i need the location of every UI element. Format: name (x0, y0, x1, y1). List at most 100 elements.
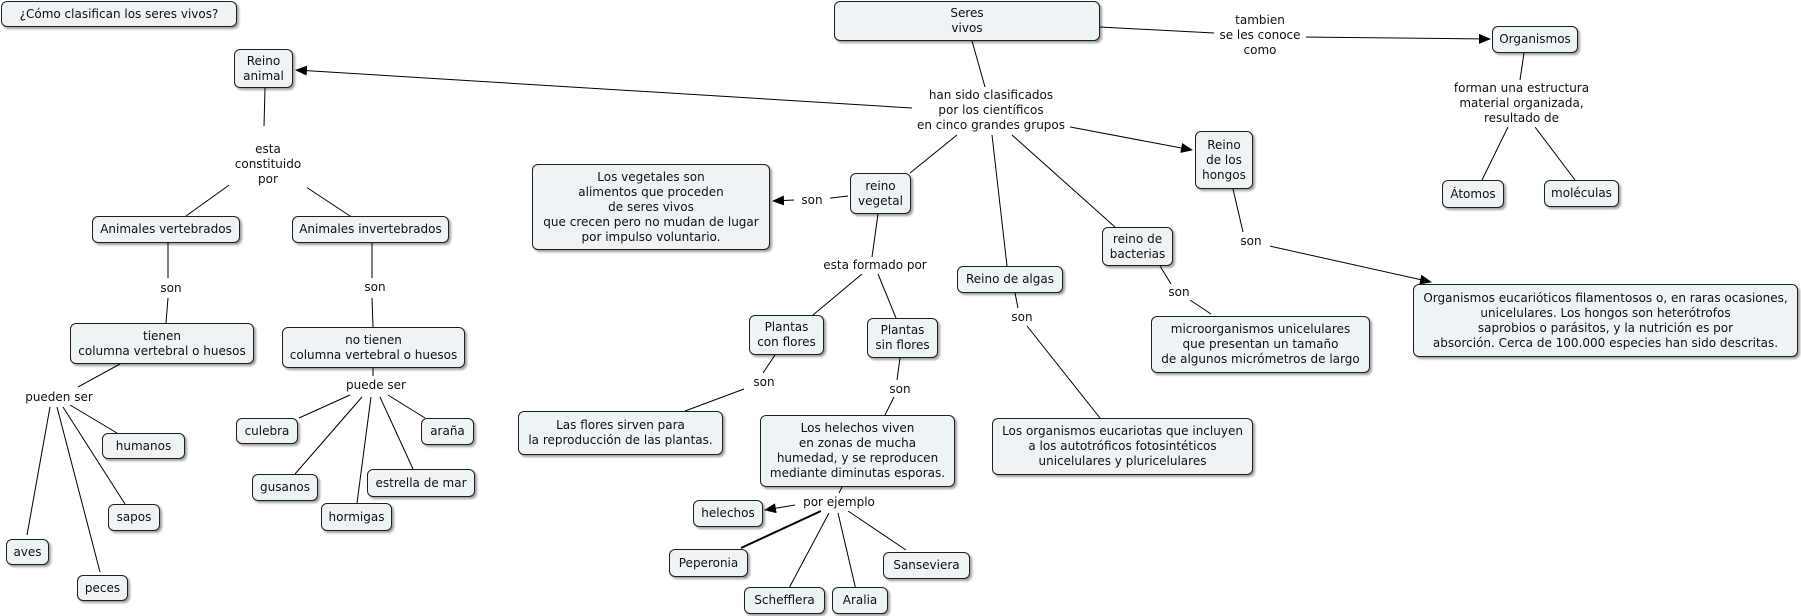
concept-peces[interactable]: peces (77, 575, 128, 601)
concept-plantas-sin-flores[interactable]: Plantas sin flores (867, 318, 938, 358)
edge-constituido-to-invertebrados (299, 182, 351, 217)
edge-ejemplo-to-schefflera (787, 512, 830, 591)
concept-reino-bacterias[interactable]: reino de bacterias (1102, 227, 1173, 266)
edge-tambien-to-organismos (1299, 33, 1491, 44)
link-pueden-ser: pueden ser (16, 389, 102, 405)
concept-helechos[interactable]: helechos (693, 500, 763, 527)
edge-seres-to-clasificados (971, 40, 986, 88)
concept-sapos[interactable]: sapos (108, 504, 160, 531)
link-son-sin-flores: son (882, 381, 918, 397)
edge-ejemplo-to-peperonia (740, 510, 822, 549)
edge-son-to-bacterias-def (1189, 299, 1212, 315)
concept-schefflera[interactable]: Schefflera (744, 587, 825, 614)
concept-algas-def[interactable]: Los organismos eucariotas que incluyen a… (992, 418, 1253, 475)
edge-clasificados-to-reino-vegetal (909, 134, 958, 174)
edge-helechos-def-to-ejemplo (838, 486, 843, 494)
edge-clasificados-to-reino-hongos (1064, 125, 1193, 153)
concept-reino-animal[interactable]: Reino animal (234, 49, 293, 88)
concept-hormigas[interactable]: hormigas (321, 503, 392, 531)
edge-pueden-to-humanos (69, 404, 118, 434)
edge-sin-flores-to-son (896, 357, 901, 381)
link-han-sido-clasificados: han sido clasificados por los científico… (912, 87, 1070, 134)
edge-puede-to-arana (387, 394, 426, 419)
concept-flores-def[interactable]: Las flores sirven para la reproducción d… (518, 411, 723, 455)
edge-seres-to-tambien (1099, 26, 1215, 34)
edge-son-to-helechos-def (884, 396, 895, 416)
edge-pueden-to-peces (56, 406, 101, 573)
concept-vegetales-def[interactable]: Los vegetales son alimentos que proceden… (532, 164, 770, 250)
link-son-invertebrados: son (356, 279, 394, 295)
edge-son-to-algas-def (1026, 325, 1101, 419)
edge-formado-to-sin-flores (877, 273, 897, 319)
concept-seres-vivos[interactable]: Seres vivos (834, 1, 1100, 41)
edge-pueden-to-sapos (62, 406, 126, 505)
edge-clasificados-to-reino-algas (991, 134, 1008, 267)
edge-son-to-no-tienen (371, 297, 374, 328)
concept-reino-hongos[interactable]: Reino de los hongos (1195, 131, 1253, 189)
concept-reino-vegetal[interactable]: reino vegetal (850, 173, 911, 214)
concept-animales-invertebrados[interactable]: Animales invertebrados (292, 216, 449, 243)
edge-vegetal-to-formado (871, 213, 879, 258)
concept-no-tienen-columna[interactable]: no tienen columna vertebral o huesos (282, 327, 465, 368)
edge-forman-to-moleculas (1534, 126, 1576, 181)
edge-puede-to-hormigas (356, 396, 372, 504)
edge-algas-to-son (1014, 292, 1019, 309)
edge-son-to-hongos-def (1264, 244, 1432, 285)
link-son-algas: son (1004, 309, 1040, 325)
concept-peperonia[interactable]: Peperonia (669, 549, 748, 577)
concept-arana[interactable]: araña (421, 418, 474, 445)
edge-hongos-to-son (1232, 188, 1244, 233)
edge-son-to-vegetales-def (772, 195, 795, 206)
concept-moleculas[interactable]: moléculas (1544, 180, 1619, 207)
edge-clasificados-to-reino-animal (295, 65, 913, 109)
link-esta-constituido: esta constituido por (229, 141, 307, 188)
concept-tienen-columna[interactable]: tienen columna vertebral o huesos (70, 323, 254, 364)
concept-culebra[interactable]: culebra (236, 418, 298, 444)
concept-animales-vertebrados[interactable]: Animales vertebrados (92, 216, 240, 243)
edge-organismos-to-forman (1519, 52, 1525, 81)
concept-gusanos[interactable]: gusanos (252, 474, 318, 501)
edge-puede-to-estrella (379, 396, 414, 470)
edge-animal-to-constituido (263, 87, 266, 127)
edge-ejemplo-to-sanseviera (847, 510, 907, 551)
map-title: ¿Cómo clasifican los seres vivos? (1, 1, 237, 27)
link-esta-formado: esta formado por (816, 257, 934, 273)
edge-son-to-tienen (165, 297, 169, 324)
edge-tienen-to-pueden (77, 363, 121, 388)
edge-forman-to-atomos (1481, 126, 1509, 181)
edge-bacterias-to-son (1159, 265, 1172, 285)
edge-son-to-flores-def (684, 388, 745, 412)
link-son-hongos: son (1232, 233, 1270, 249)
edge-clasificados-to-reino-bacterias (1011, 134, 1116, 228)
link-son-bacterias: son (1160, 284, 1198, 300)
link-son-vertebrados: son (152, 280, 190, 296)
edge-puede-to-culebra (298, 394, 351, 419)
concept-humanos[interactable]: humanos (102, 433, 185, 459)
concept-aralia[interactable]: Aralia (832, 587, 888, 614)
concept-atomos[interactable]: Átomos (1442, 180, 1504, 208)
concept-helechos-def[interactable]: Los helechos viven en zonas de mucha hum… (760, 415, 955, 487)
edge-pueden-to-aves (26, 406, 51, 536)
edge-constituido-to-vertebrados (185, 182, 233, 217)
edge-con-flores-to-son (762, 354, 776, 374)
concept-hongos-def[interactable]: Organismos eucarióticos filamentosos o, … (1413, 284, 1798, 357)
concept-bacterias-def[interactable]: microorganismos unicelulares que present… (1151, 316, 1370, 373)
link-forman-estructura: forman una estructura material organizad… (1441, 80, 1602, 127)
concept-reino-algas[interactable]: Reino de algas (957, 266, 1063, 293)
concept-aves[interactable]: aves (6, 539, 49, 565)
link-tambien-conoce: tambien se les conoce como (1214, 13, 1306, 58)
concept-plantas-con-flores[interactable]: Plantas con flores (749, 315, 824, 355)
concept-estrella-de-mar[interactable]: estrella de mar (367, 469, 475, 497)
link-son-vegetal: son (794, 192, 830, 208)
link-puede-ser: puede ser (335, 377, 417, 393)
concept-sanseviera[interactable]: Sanseviera (883, 552, 970, 579)
concept-organismos[interactable]: Organismos (1492, 26, 1578, 53)
link-son-con-flores: son (746, 374, 782, 390)
edge-ejemplo-to-aralia (837, 512, 857, 591)
edge-ejemplo-to-helechos (764, 503, 796, 514)
edge-puede-to-gusanos (294, 396, 363, 475)
link-por-ejemplo: por ejemplo (795, 494, 883, 510)
edge-formado-to-con-flores (812, 273, 863, 316)
